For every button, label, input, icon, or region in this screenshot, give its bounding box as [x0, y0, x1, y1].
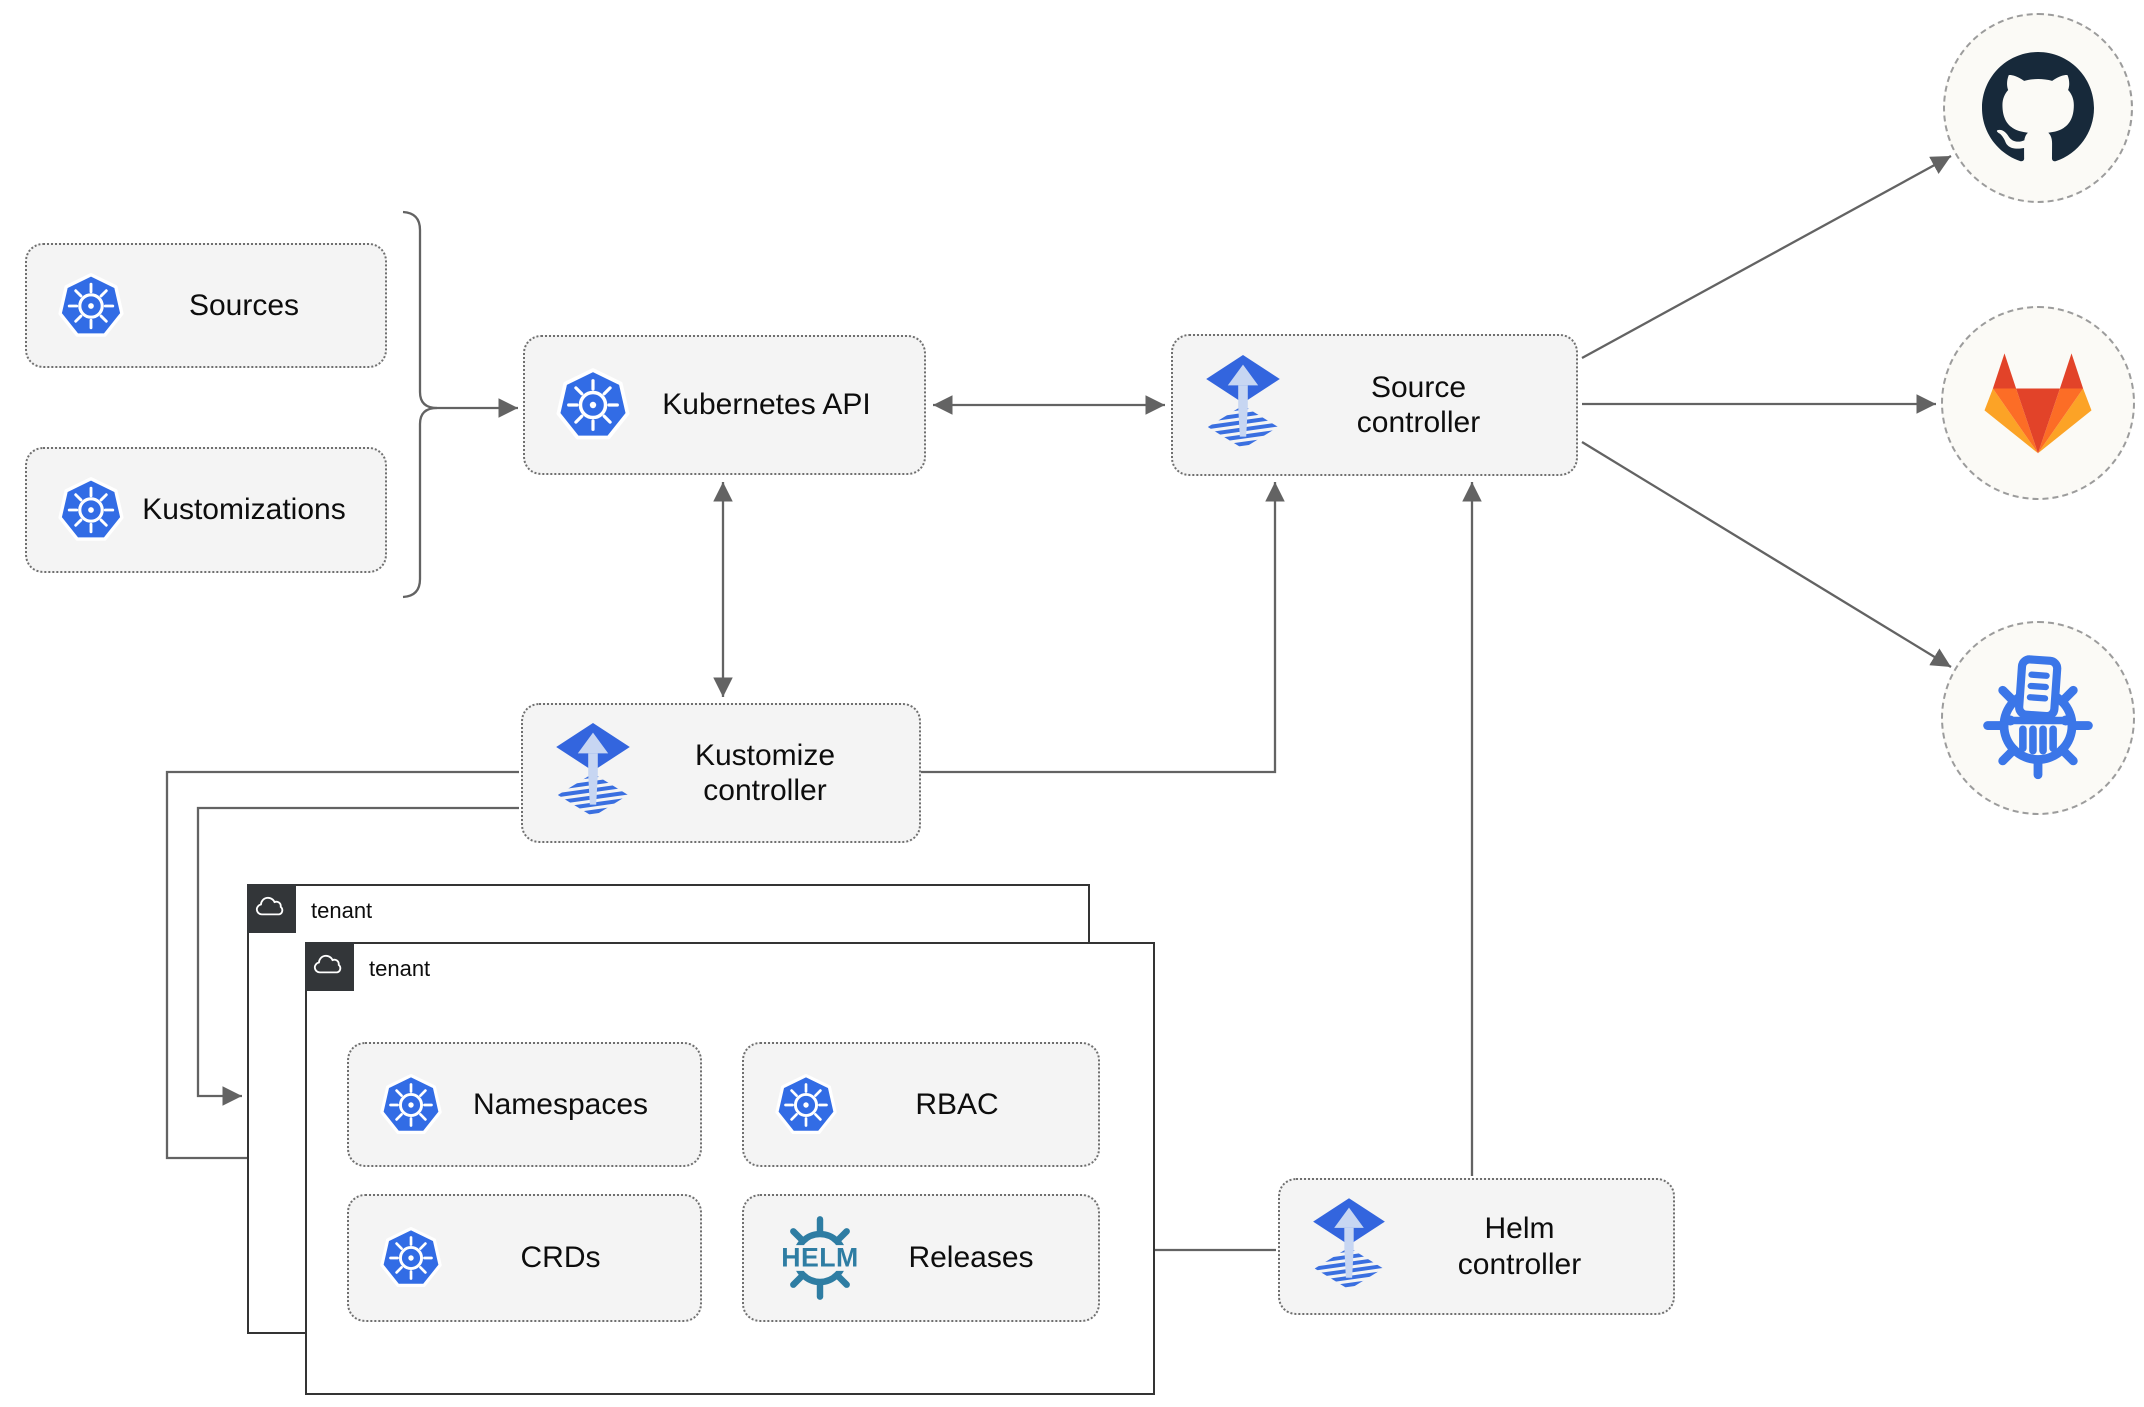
node-rbac: RBAC — [742, 1042, 1100, 1167]
node-source-controller: Source controller — [1171, 334, 1578, 476]
tenant-front-label: tenant — [369, 955, 431, 981]
edge-brace-bottom — [402, 406, 438, 599]
node-kubernetes-api-label: Kubernetes API — [662, 388, 871, 422]
edge-sourcectrl-github — [1581, 154, 1952, 360]
tenant-tab — [246, 883, 296, 933]
node-kubernetes-api: Kubernetes API — [523, 335, 926, 475]
edge-sourcectrl-chartmuseum — [1581, 441, 1952, 668]
provider-github — [1943, 13, 2133, 203]
kubernetes-icon — [774, 1073, 838, 1137]
node-releases-label: Releases — [908, 1241, 1034, 1275]
provider-gitlab — [1941, 306, 2135, 500]
node-sources: Sources — [25, 243, 387, 368]
node-releases: Releases — [742, 1194, 1100, 1322]
edge-kustomizectrl-sourcectrl — [921, 482, 1285, 774]
provider-chartmuseum — [1941, 621, 2135, 815]
node-kustomizations: Kustomizations — [25, 447, 387, 573]
chartmuseum-icon — [1975, 655, 2101, 781]
tenant-tab — [304, 941, 354, 991]
edge-brace-top — [402, 210, 438, 410]
kubernetes-icon — [555, 367, 631, 443]
node-kustomize-controller: Kustomize controller — [521, 703, 921, 843]
flux-icon — [553, 723, 633, 823]
node-sources-label: Sources — [188, 288, 300, 322]
kubernetes-icon — [379, 1226, 443, 1290]
node-crds: CRDs — [347, 1194, 702, 1322]
node-source-controller-label: Source controller — [1356, 370, 1481, 439]
node-helm-controller-label: Helm controller — [1457, 1212, 1582, 1281]
kubernetes-icon — [57, 272, 125, 340]
cloud-icon — [254, 895, 288, 921]
node-namespaces: Namespaces — [347, 1042, 702, 1167]
helm-icon — [774, 1212, 866, 1304]
node-kustomize-controller-label: Kustomize controller — [694, 738, 836, 807]
kubernetes-icon — [379, 1073, 443, 1137]
tenant-box-front: tenant Namespaces RBAC CRDs Releases — [304, 941, 1155, 1395]
cloud-icon — [312, 953, 346, 979]
node-helm-controller: Helm controller — [1278, 1178, 1675, 1315]
gitlab-icon — [1977, 345, 2099, 461]
node-crds-label: CRDs — [520, 1241, 601, 1275]
node-namespaces-label: Namespaces — [472, 1087, 649, 1121]
node-rbac-label: RBAC — [915, 1087, 999, 1121]
flux-icon — [1310, 1198, 1388, 1296]
tenant-back-label: tenant — [311, 897, 373, 923]
github-icon — [1982, 52, 2094, 164]
node-kustomizations-label: Kustomizations — [142, 493, 346, 527]
flux-icon — [1203, 355, 1283, 455]
kubernetes-icon — [57, 476, 125, 544]
